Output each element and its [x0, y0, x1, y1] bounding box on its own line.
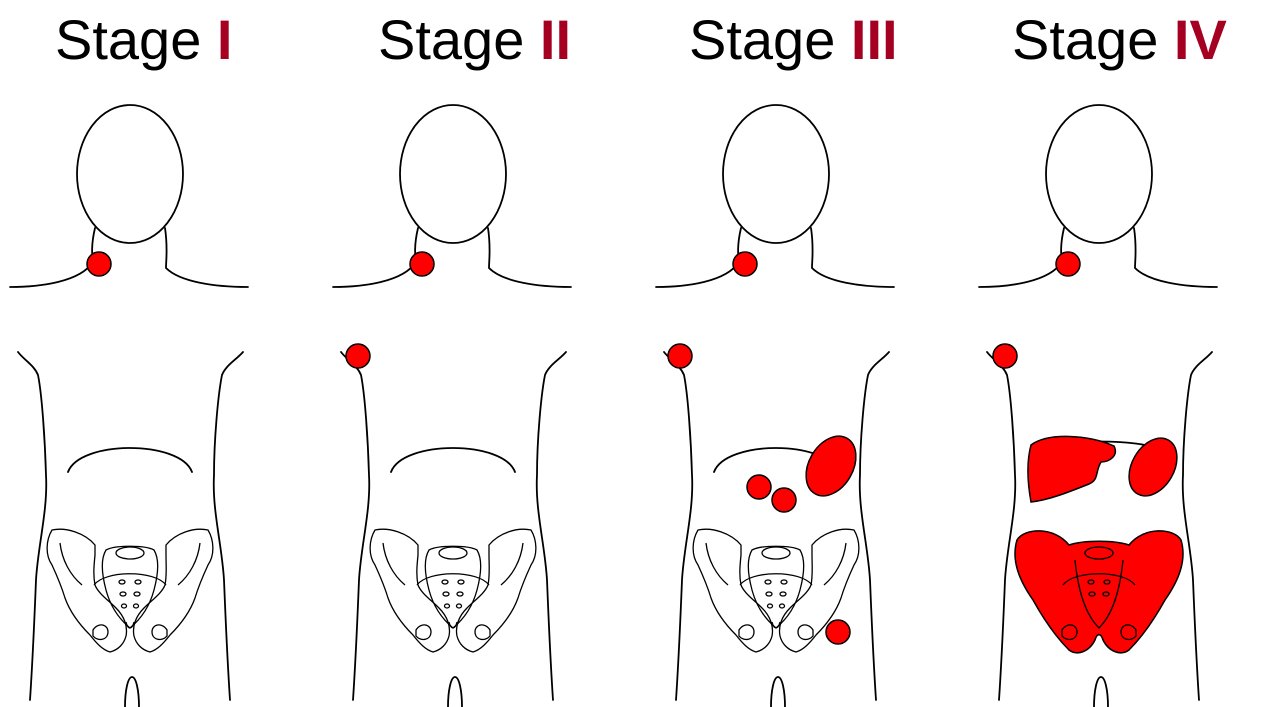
stage-2-neck-node: [410, 252, 434, 276]
stage-4-neck-node: [1056, 252, 1080, 276]
stage-4-figure: [979, 105, 1217, 707]
stage-2-pelvis: [370, 529, 536, 652]
stage-4-head-outline: [979, 105, 1217, 287]
stage-4-torso-outline: [987, 352, 1212, 707]
stage-4-pelvis-involved: [1015, 531, 1183, 653]
stage-3-neck-node: [733, 252, 757, 276]
stage-2-diaphragm: [391, 448, 515, 472]
stage-1-figure: [10, 105, 248, 707]
stage-3-head-outline: [656, 105, 894, 287]
stage-1-pelvis: [47, 529, 213, 652]
stage-3-axillary-node: [668, 344, 692, 368]
stage-2-figure: [333, 105, 571, 707]
stage-3-spleen: [796, 427, 866, 504]
stage-3-figure: [656, 105, 894, 707]
stage-3-abdominal-node-1: [747, 475, 771, 499]
stage-4-liver: [1028, 436, 1115, 502]
stage-1-head-outline: [10, 105, 248, 287]
stage-3-abdominal-node-2: [772, 488, 796, 512]
stage-3-inguinal-node: [826, 620, 850, 644]
stage-2-axillary-node: [346, 344, 370, 368]
stage-4-axillary-node: [993, 344, 1017, 368]
stage-2-head-outline: [333, 105, 571, 287]
stage-4-spleen: [1119, 430, 1186, 505]
stage-1-neck-node: [87, 252, 111, 276]
stage-1-diaphragm: [68, 448, 192, 472]
